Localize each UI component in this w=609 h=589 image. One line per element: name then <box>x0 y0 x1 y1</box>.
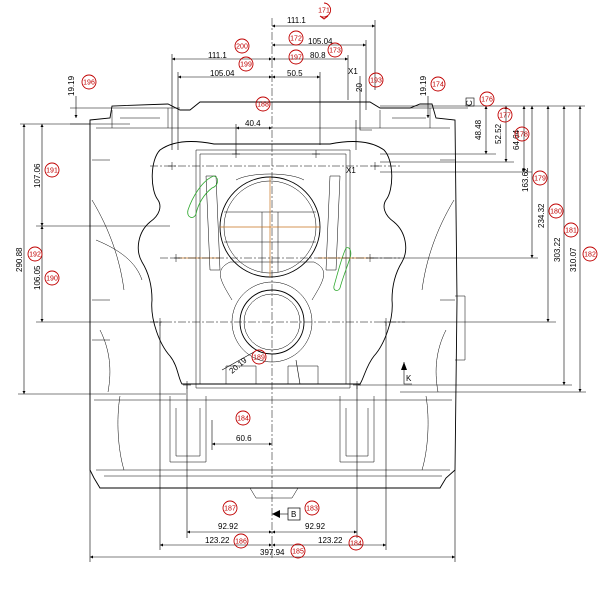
label-x1-top: X1 <box>348 67 358 76</box>
svg-text:180: 180 <box>550 209 562 216</box>
balloon-179: 179 <box>532 170 548 186</box>
balloon-178: 178 <box>514 126 530 142</box>
dim-left-105: 105.04 <box>210 69 235 78</box>
balloon-192: 192 <box>27 246 43 262</box>
balloon-183: 183 <box>304 500 320 516</box>
balloon-189: 189 <box>251 349 267 365</box>
svg-text:184: 184 <box>350 541 362 548</box>
dim-inner-40: 40.4 <box>245 119 261 128</box>
balloon-197: 197 <box>288 49 304 65</box>
svg-text:183: 183 <box>306 506 318 513</box>
svg-text:187: 187 <box>224 506 236 513</box>
dim-top-width: 111.1 <box>287 16 306 25</box>
centerlines <box>150 18 405 560</box>
dim-left-107: 107.06 <box>33 163 42 188</box>
balloon-188: 188 <box>255 96 271 112</box>
dim-bottom-92-left: 92.92 <box>218 522 239 531</box>
balloon-182: 182 <box>582 246 598 262</box>
label-k: K <box>406 374 412 383</box>
balloon-180: 180 <box>548 203 564 219</box>
balloon-199: 199 <box>238 56 254 72</box>
balloon-176: 176 <box>479 91 495 107</box>
balloon-177: 177 <box>497 107 513 123</box>
dim-top-80: 80.8 <box>310 51 326 60</box>
svg-text:179: 179 <box>534 176 546 183</box>
svg-text:174: 174 <box>432 82 444 89</box>
dim-v-163: 163.62 <box>521 167 530 192</box>
svg-text:200: 200 <box>236 44 248 51</box>
datum-b-label: B <box>291 510 296 519</box>
dim-top-105: 105.04 <box>308 37 333 46</box>
dim-right-19: 19.19 <box>419 75 428 96</box>
svg-text:182: 182 <box>584 252 596 259</box>
datum-flags: B C <box>287 100 474 521</box>
svg-text:192: 192 <box>29 252 41 259</box>
dim-center-50: 50.5 <box>287 69 303 78</box>
dim-depth-20: 20 <box>355 83 364 92</box>
balloon-184-top: 184 <box>235 410 251 426</box>
svg-text:178: 178 <box>516 132 528 139</box>
svg-text:189: 189 <box>253 355 265 362</box>
svg-text:177: 177 <box>499 113 511 120</box>
balloon-174: 174 <box>430 76 446 92</box>
dim-left-290: 290.88 <box>15 247 24 272</box>
svg-text:186: 186 <box>235 539 247 546</box>
balloon-196: 196 <box>81 74 97 90</box>
dim-v-52: 52.52 <box>494 123 503 144</box>
balloon-185: 185 <box>290 543 306 559</box>
svg-text:197: 197 <box>290 55 302 62</box>
label-x1-mid: X1 <box>346 166 356 175</box>
svg-text:172: 172 <box>290 36 302 43</box>
dim-v-234: 234.32 <box>537 203 546 228</box>
dim-bottom-123-left: 123.22 <box>205 536 230 545</box>
inspection-balloons: 171 172 173 197 200 199 193 196 174 176 … <box>27 2 598 559</box>
svg-text:181: 181 <box>565 228 577 235</box>
svg-text:190: 190 <box>46 276 58 283</box>
dim-v-48: 48.48 <box>474 119 483 140</box>
dimension-lines <box>18 20 586 562</box>
svg-text:196: 196 <box>83 80 95 87</box>
dim-bottom-92-right: 92.92 <box>305 522 326 531</box>
balloon-200: 200 <box>234 38 250 54</box>
dim-v-64: 64.64 <box>512 129 521 150</box>
svg-text:185: 185 <box>292 549 304 556</box>
dim-left-106: 106.05 <box>33 265 42 290</box>
dim-v-303: 303.22 <box>553 237 562 262</box>
balloon-184: 184 <box>348 535 364 551</box>
balloon-186: 186 <box>233 533 249 549</box>
dim-bottom-123-right: 123.22 <box>318 536 343 545</box>
balloon-172: 172 <box>288 30 304 46</box>
datum-c-label: C <box>465 100 474 106</box>
svg-text:173: 173 <box>329 48 341 55</box>
dim-slot-60: 60.6 <box>236 434 252 443</box>
svg-text:199: 199 <box>240 62 252 69</box>
balloon-181: 181 <box>563 222 579 238</box>
datum-b-box <box>287 507 301 521</box>
balloon-171: 171 <box>318 2 332 20</box>
part-outline <box>89 101 466 499</box>
svg-text:188: 188 <box>257 102 269 109</box>
balloon-190: 190 <box>44 270 60 286</box>
svg-text:176: 176 <box>481 97 493 104</box>
balloon-193: 193 <box>368 72 384 88</box>
balloon-173: 173 <box>327 42 343 58</box>
svg-text:193: 193 <box>370 78 382 85</box>
svg-text:191: 191 <box>46 168 58 175</box>
svg-text:184: 184 <box>237 416 249 423</box>
dim-small: 20.19 <box>228 355 250 375</box>
dim-left-111: 111.1 <box>208 51 227 60</box>
balloon-191: 191 <box>44 162 60 178</box>
dim-overall-397: 397.94 <box>260 548 285 557</box>
balloon-187: 187 <box>222 500 238 516</box>
dim-left-19: 19.19 <box>67 75 76 96</box>
dim-v-310: 310.07 <box>569 247 578 272</box>
svg-text:171: 171 <box>318 8 330 15</box>
dimension-texts: 111.1 105.04 80.8 111.1 105.04 50.5 40.4… <box>15 16 578 557</box>
